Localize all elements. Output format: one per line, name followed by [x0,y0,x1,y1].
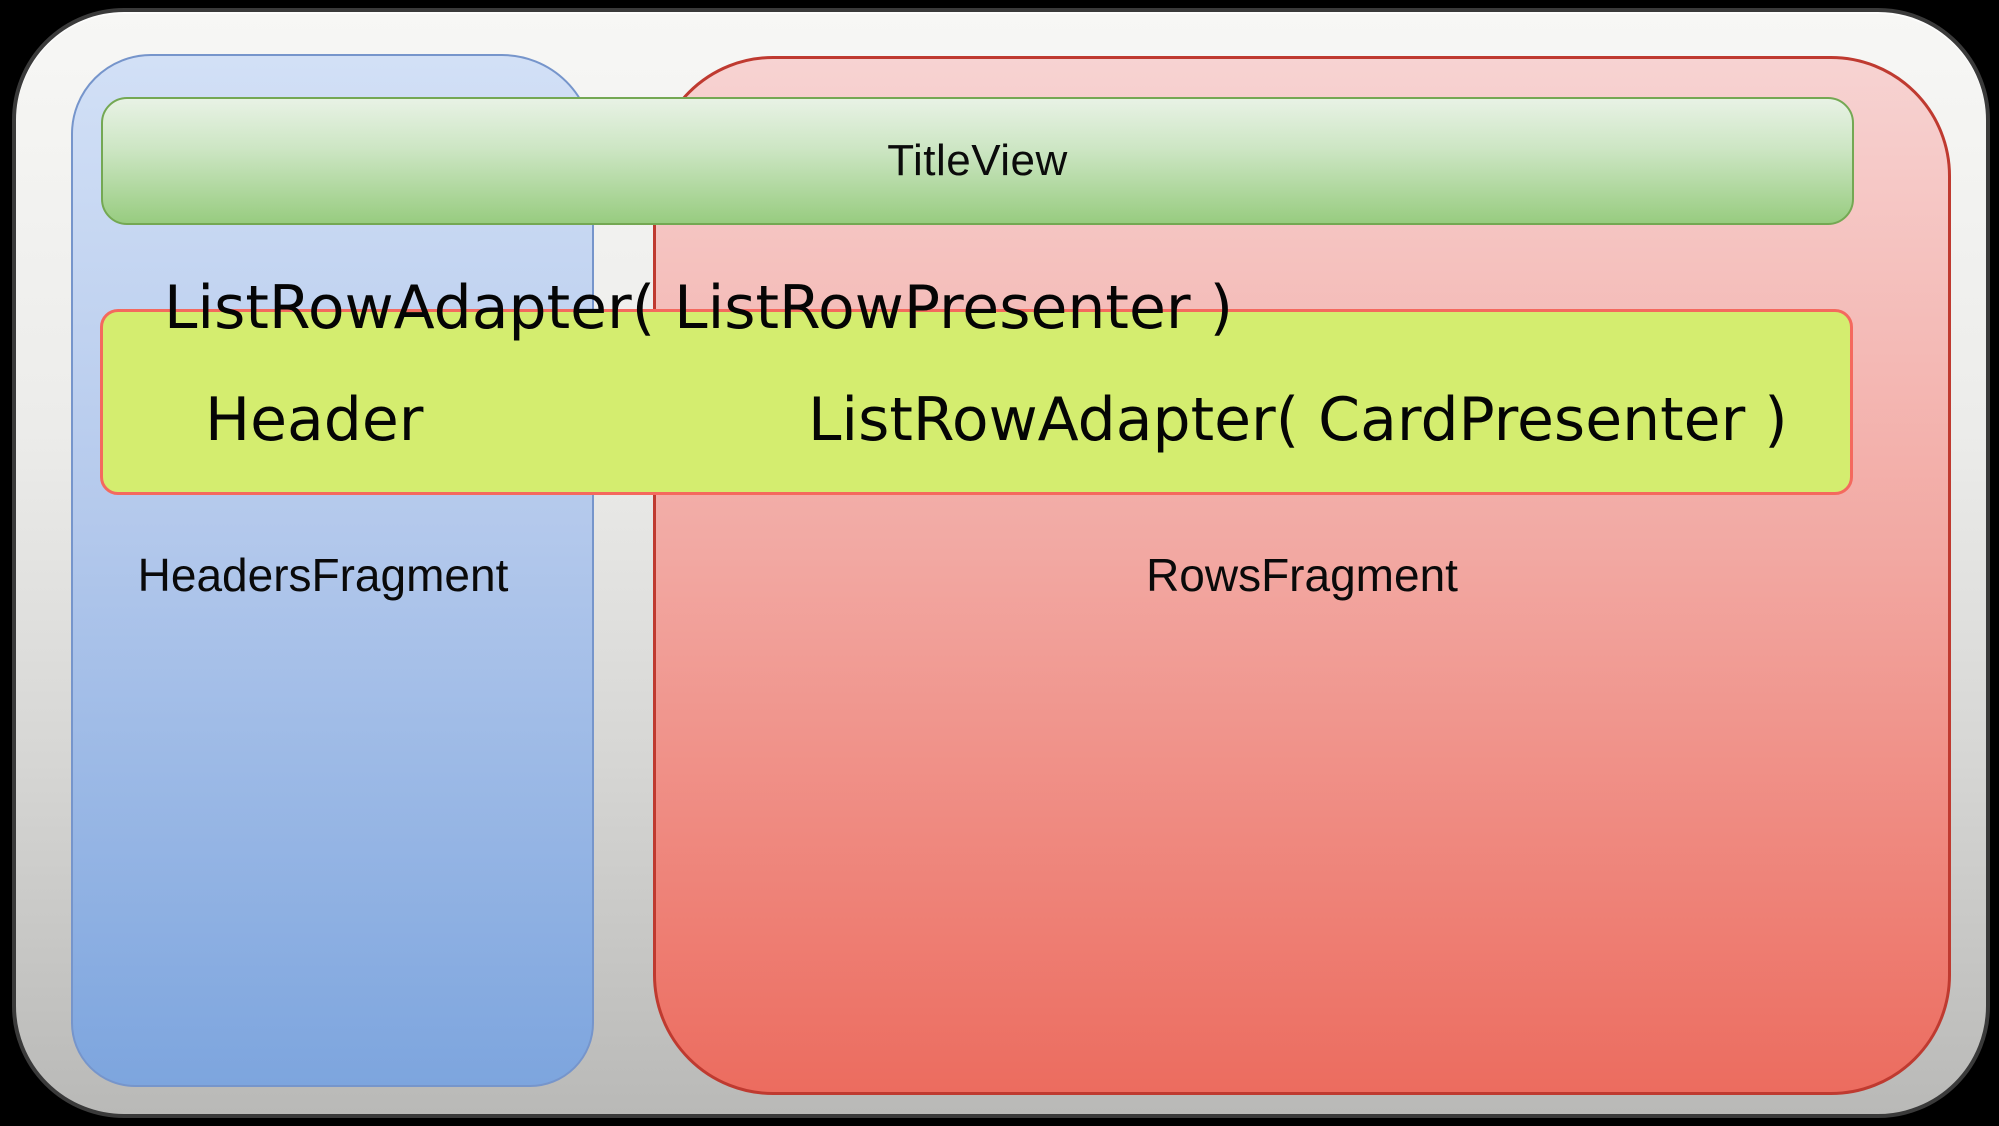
list-row-box [100,309,1853,495]
browse-frame: TitleView ListRowAdapter( ListRowPresent… [12,8,1990,1118]
rows-fragment-label: RowsFragment [1146,549,1458,601]
title-view-bar: TitleView [101,97,1854,225]
rows-fragment-panel [653,56,1951,1095]
headers-fragment-panel [71,54,594,1087]
list-row-adapter-presenter-label: ListRowAdapter( ListRowPresenter ) [164,273,1234,343]
headers-fragment-label: HeadersFragment [137,549,509,601]
list-row-adapter-card-label: ListRowAdapter( CardPresenter ) [808,385,1788,455]
title-view-label: TitleView [887,136,1068,185]
header-label: Header [205,385,424,455]
